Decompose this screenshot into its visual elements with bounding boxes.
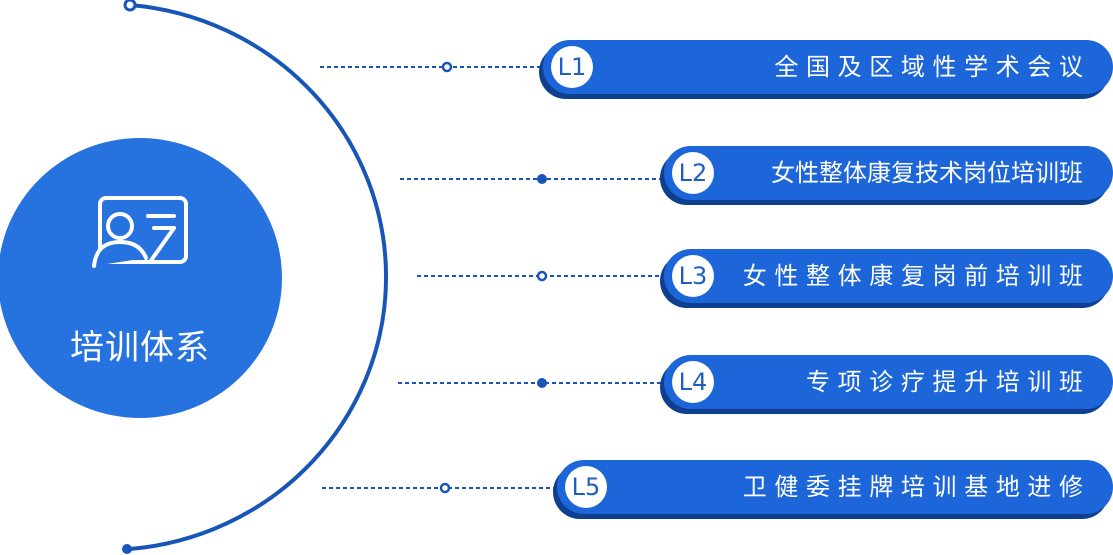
- level-l1-pill: L1 全 国 及 区 域 性 学 术 会 议: [543, 40, 1113, 94]
- level-badge: L2: [672, 152, 714, 194]
- level-badge: L4: [672, 361, 714, 403]
- connector-dot-l4: [537, 378, 547, 388]
- training-system-circle: 培训体系: [0, 138, 282, 418]
- level-badge: L1: [551, 46, 593, 88]
- arc-end-dot-top: [123, 0, 137, 12]
- teacher-board-icon: [92, 196, 188, 268]
- level-label: 女 性 整 体 康 复 岗 前 培 训 班: [742, 262, 1083, 290]
- level-label: 女性整体康复技术岗位培训班: [771, 159, 1083, 187]
- level-label: 卫 健 委 挂 牌 培 训 基 地 进 修: [742, 473, 1083, 501]
- connector-dot-l1: [441, 61, 453, 73]
- level-label: 全 国 及 区 域 性 学 术 会 议: [774, 53, 1083, 81]
- outer-arc: [129, 3, 389, 551]
- level-l2-pill: L2 女性整体康复技术岗位培训班: [664, 146, 1113, 200]
- level-label: 专 项 诊 疗 提 升 培 训 班: [805, 368, 1083, 396]
- level-l4-pill: L4 专 项 诊 疗 提 升 培 训 班: [664, 355, 1113, 409]
- level-badge: L3: [672, 255, 714, 297]
- center-title: 培训体系: [70, 328, 210, 368]
- level-l5-pill: L5 卫 健 委 挂 牌 培 训 基 地 进 修: [557, 460, 1113, 514]
- connector-dot-l5: [439, 482, 451, 494]
- connector-dot-l3: [536, 270, 548, 282]
- level-l3-pill: L3 女 性 整 体 康 复 岗 前 培 训 班: [664, 249, 1113, 303]
- connector-dot-l2: [537, 174, 547, 184]
- level-badge: L5: [565, 466, 607, 508]
- arc-end-dot-bottom: [122, 544, 132, 554]
